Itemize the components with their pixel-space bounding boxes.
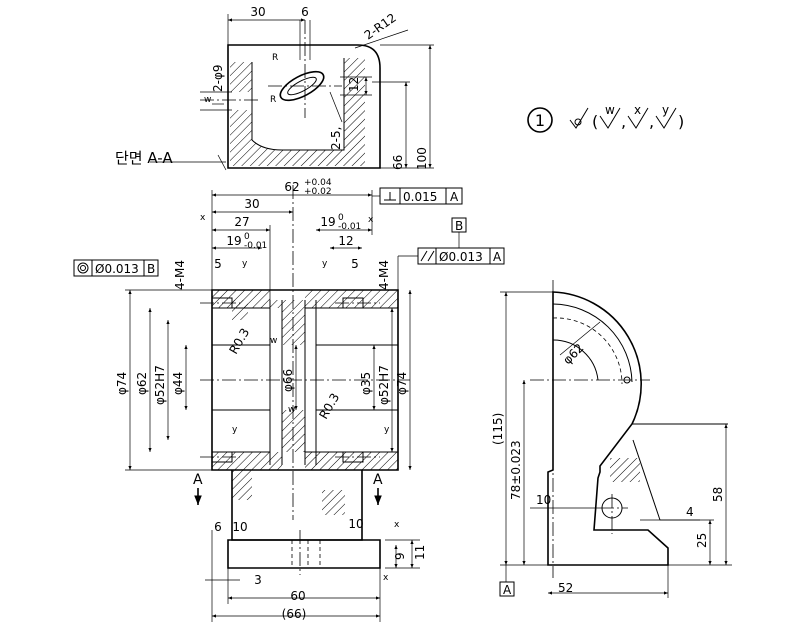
dim-front-phi52h7-right: φ52H7	[377, 365, 391, 405]
section-label-aa: 단면 A-A	[115, 149, 173, 167]
surf-front-w-1: w	[270, 336, 277, 346]
dim-front-10-left: 10	[232, 520, 247, 534]
dim-side-78: 78±0.023	[509, 440, 523, 500]
surf-front-y-2: y	[322, 259, 328, 269]
dim-front-30: 30	[244, 197, 259, 211]
dim-front-phi66: φ66	[281, 369, 295, 392]
dim-front-9: 9	[393, 552, 407, 560]
surf-front-x-4: x	[383, 573, 389, 583]
section-a-right: A	[373, 472, 383, 488]
dim-front-phi74-left: φ74	[115, 372, 129, 395]
dim-front-62-tol-upper: +0.04	[304, 178, 332, 188]
dim-front-11: 11	[413, 545, 427, 560]
dim-side-phi62: φ62	[560, 341, 586, 367]
dim-front-60: 60	[290, 589, 305, 603]
dim-front-phi35: φ35	[359, 372, 373, 395]
dim-front-62-tol-lower: +0.02	[304, 187, 332, 197]
dim-front-m4-right: 4-M4	[377, 260, 391, 290]
dim-front-19-right: 19	[320, 215, 335, 229]
dim-top-r-mark-1: R	[272, 53, 278, 63]
dim-side-58: 58	[711, 487, 725, 502]
note-y: y	[662, 103, 669, 117]
dim-front-19-left-tol-lower: -0.01	[244, 241, 267, 251]
gdt-conc-value: Ø0.013	[95, 262, 139, 276]
dim-front-12: 12	[338, 234, 353, 248]
dim-front-19-right-tol-lower: -0.01	[338, 222, 361, 232]
svg-text:,: ,	[649, 112, 654, 131]
dim-side-4: 4	[686, 505, 694, 519]
note-number: 1	[535, 111, 545, 130]
dim-top-6: 6	[301, 5, 309, 19]
dim-front-r03-right: R0.3	[316, 391, 342, 422]
dim-top-slot: 2-5,	[329, 127, 343, 150]
datum-b-label: B	[455, 219, 463, 233]
dim-front-3: 3	[254, 573, 262, 587]
dim-side-25: 25	[695, 533, 709, 548]
surf-front-y-4: y	[384, 425, 390, 435]
dim-top-12: 12	[347, 77, 361, 92]
datum-a-label: A	[503, 583, 512, 597]
side-view: (115) 78±0.023 φ62 10 58 4 25 52 A	[491, 280, 732, 598]
dim-top-66: 66	[391, 155, 405, 170]
dim-front-phi74-right: φ74	[395, 372, 409, 395]
gdt-par-datum: A	[493, 250, 502, 264]
surf-front-x-2: x	[368, 215, 374, 225]
dim-top-100: 100	[415, 147, 429, 170]
gdt-conc-datum: B	[147, 262, 155, 276]
dim-front-19-left: 19	[226, 234, 241, 248]
dim-front-19-left-tol-upper: 0	[244, 232, 250, 242]
surface-finish-note: 1 ( w , x , y )	[527, 103, 684, 133]
dim-front-5-right: 5	[351, 257, 359, 271]
dim-top-r-mark-2: R	[270, 95, 276, 105]
dim-side-115: (115)	[491, 413, 505, 445]
dim-front-66: (66)	[282, 607, 307, 621]
note-x: x	[634, 103, 641, 117]
top-section-view: 30 6 2-R12 2-φ9 w 12 66 100 2-5, R R 단면 …	[115, 5, 434, 171]
dim-front-m4-left: 4-M4	[173, 260, 187, 290]
dim-front-phi52h7-left: φ52H7	[153, 365, 167, 405]
dim-front-phi62: φ62	[135, 372, 149, 395]
surf-front-x-3: x	[394, 520, 400, 530]
dim-top-w: w	[204, 95, 211, 105]
dim-front-62: 62	[284, 180, 299, 194]
dim-top-30: 30	[250, 5, 265, 19]
svg-text:,: ,	[621, 112, 626, 131]
gdt-perp-value: 0.015	[403, 190, 437, 204]
surf-front-y-3: y	[232, 425, 238, 435]
section-a-left: A	[193, 472, 203, 488]
dim-top-phi9: 2-φ9	[211, 64, 225, 92]
surf-front-x-1: x	[200, 213, 206, 223]
svg-text:(: (	[592, 112, 598, 131]
dim-front-phi44: φ44	[171, 372, 185, 395]
dim-front-10-right: 10	[348, 517, 363, 531]
dim-side-52: 52	[558, 581, 573, 595]
surf-front-w-2: w	[288, 405, 295, 415]
gdt-par-value: Ø0.013	[439, 250, 483, 264]
dim-front-19-right-tol-upper: 0	[338, 213, 344, 223]
dim-front-27: 27	[234, 215, 249, 229]
front-view: 62 +0.04 +0.02 30 27 19 0 -0.01 19 0 -0.…	[73, 178, 505, 622]
gdt-perp-datum: A	[450, 190, 459, 204]
note-w: w	[605, 103, 615, 117]
dim-front-5-left: 5	[214, 257, 222, 271]
dim-front-6: 6	[214, 520, 222, 534]
surf-front-y-1: y	[242, 259, 248, 269]
dim-top-r12: 2-R12	[362, 11, 399, 43]
dim-front-r03-left: R0.3	[226, 326, 252, 357]
dim-side-10: 10	[536, 493, 551, 507]
svg-text:): )	[678, 112, 684, 131]
